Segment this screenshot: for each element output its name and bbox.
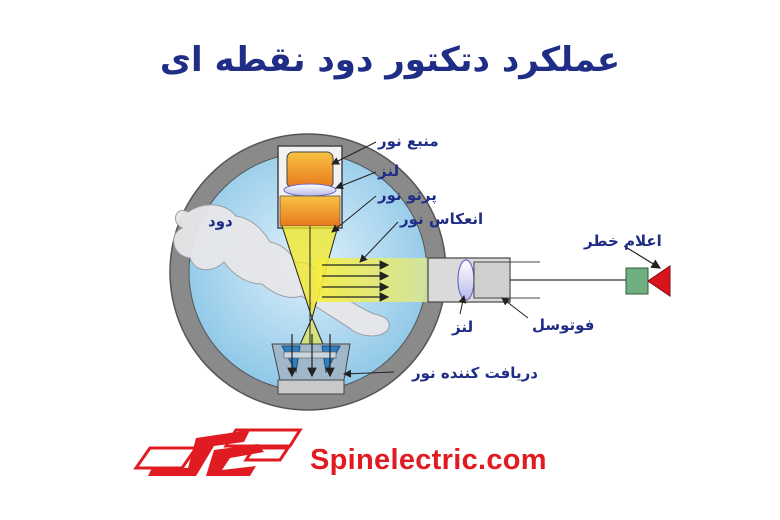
photocell-housing [427,257,540,303]
page-title: عملکرد دتکتور دود نقطه ای [159,40,621,80]
brand-name: Spinelectric.com [310,444,547,476]
label-lens-top: لنز [377,162,399,180]
label-alarm: اعلام خطر [583,232,662,250]
smoke-cloud [173,204,390,337]
alarm-device [625,265,671,297]
label-lens-bottom: لنز [451,318,473,336]
label-light-receiver: دریافت کننده نور [411,364,538,382]
label-smoke: دود [208,212,233,230]
alarm-callout [623,245,662,269]
light-source-housing [277,145,343,229]
brand-logo [133,428,303,476]
label-light-beam: پرتو نور [377,186,437,205]
light-receiver [271,334,351,395]
callout-lines [331,141,529,378]
label-photocell: فوتوسل [532,316,594,334]
label-light-source: منبع نور [377,132,439,150]
label-light-reflection: انعکاس نور [399,210,483,228]
